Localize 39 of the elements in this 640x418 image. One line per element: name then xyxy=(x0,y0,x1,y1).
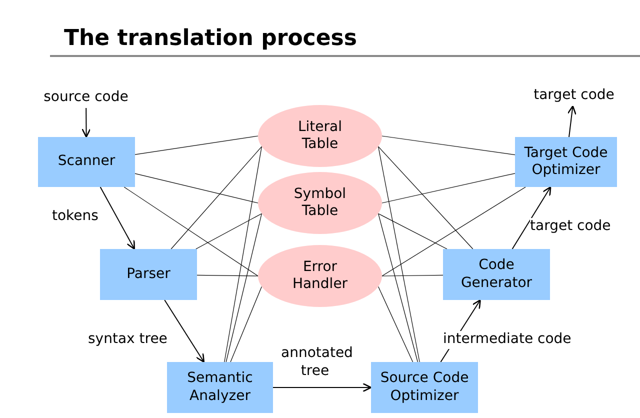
connector-line xyxy=(134,136,258,155)
process-box: Code Generator xyxy=(443,249,550,300)
connector-line xyxy=(382,186,526,276)
connector-line xyxy=(226,213,262,362)
flow-text: target code xyxy=(524,86,624,106)
connector-line xyxy=(382,136,516,156)
connector-line xyxy=(124,186,258,276)
arrow xyxy=(82,108,91,138)
process-box: Source Code Optimizer xyxy=(371,362,478,413)
connector-line xyxy=(378,213,448,250)
process-box: Scanner xyxy=(38,137,135,187)
arrow xyxy=(164,300,205,363)
connector-line xyxy=(378,286,414,362)
connector-line xyxy=(378,146,474,250)
table-ellipse: Error Handler xyxy=(258,245,382,307)
arrow xyxy=(100,186,136,250)
title: The translation process xyxy=(64,26,357,51)
arrow xyxy=(272,382,372,392)
connector-line xyxy=(230,286,262,362)
connector-line xyxy=(382,173,516,204)
connector-line xyxy=(378,213,418,362)
process-box: Parser xyxy=(100,249,197,300)
table-ellipse: Symbol Table xyxy=(258,172,382,234)
edge-label: intermediate code xyxy=(443,331,572,348)
flow-text: source code xyxy=(36,88,136,108)
connector-line xyxy=(224,146,262,362)
connector-line xyxy=(134,173,258,204)
connector-line xyxy=(382,274,444,276)
process-box: Semantic Analyzer xyxy=(167,362,273,413)
connector-line xyxy=(378,146,420,362)
arrow xyxy=(512,186,552,250)
connector-line xyxy=(170,146,262,250)
connector-line xyxy=(196,213,262,250)
connector-line xyxy=(196,274,258,276)
edge-label: syntax tree xyxy=(88,331,168,348)
edge-label: target code xyxy=(530,218,611,236)
arrow xyxy=(567,105,576,138)
table-ellipse: Literal Table xyxy=(258,105,382,167)
process-box: Target Code Optimizer xyxy=(515,137,617,187)
